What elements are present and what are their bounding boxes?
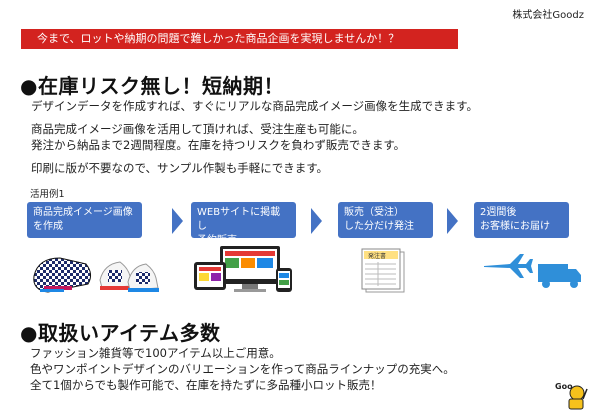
flow-step-4-line1: 2週間後 bbox=[480, 207, 517, 218]
flow-step-4: 2週間後 お客様にお届け bbox=[474, 202, 569, 238]
airplane-icon bbox=[484, 254, 533, 278]
order-form-icon: 発注書 bbox=[361, 248, 405, 293]
truck-icon bbox=[538, 264, 581, 288]
goodz-logo: Goo bbox=[555, 382, 588, 410]
flow-step-2-line2: 予約販売 bbox=[197, 235, 237, 246]
flow-step-1: 商品完成イメージ画像 を作成 bbox=[27, 202, 142, 238]
section2-line-3: 全て1個からでも製作可能で、在庫を持たずに多品種小ロット販売！ bbox=[30, 378, 382, 392]
section2-heading: ●取扱いアイテム多数 bbox=[20, 321, 221, 345]
flow-step-2: WEBサイトに掲載し 予約販売 bbox=[191, 202, 296, 246]
headline-banner: 今まで、ロットや納期の問題で難しかった商品企画を実現しませんか！？ bbox=[21, 29, 458, 49]
flow-step-1-line2: を作成 bbox=[33, 221, 63, 232]
pouch-icon bbox=[33, 257, 92, 293]
product-image-pouch-sneakers bbox=[33, 257, 159, 293]
devices-icon bbox=[194, 246, 292, 292]
example-label: 活用例1 bbox=[30, 189, 65, 200]
logo-text: Goo bbox=[555, 382, 573, 391]
company-name: 株式会社Goodz bbox=[512, 10, 584, 21]
section1-heading: ●在庫リスク無し！短納期！ bbox=[20, 74, 284, 98]
sneaker-icon bbox=[99, 261, 159, 292]
section2-line-1: ファッション雑貨等で100アイテム以上ご用意。 bbox=[30, 346, 281, 360]
flow-step-4-line2: お客様にお届け bbox=[480, 221, 550, 232]
delivery-icon bbox=[484, 254, 581, 288]
flow-step-2-line1: WEBサイトに掲載し bbox=[197, 207, 281, 232]
order-form-label: 発注書 bbox=[368, 252, 386, 260]
flow-step-3: 販売（受注） した分だけ発注 bbox=[338, 202, 433, 238]
section1-line-1: デザインデータを作成すれば、すぐにリアルな商品完成イメージ画像を生成できます。 bbox=[31, 99, 479, 113]
flow-arrow-icon bbox=[172, 208, 183, 234]
section2-line-2: 色やワンポイントデザインのバリエーションを作って商品ラインナップの充実へ。 bbox=[30, 362, 455, 376]
flow-step-3-line1: 販売（受注） bbox=[344, 207, 404, 218]
section1-line-4: 印刷に版が不要なので、サンプル作製も手軽にできます。 bbox=[31, 161, 329, 175]
section1-line-3: 発注から納品まで2週間程度。在庫を持つリスクを負わず販売できます。 bbox=[31, 138, 406, 152]
flow-arrow-icon bbox=[447, 208, 458, 234]
flow-step-3-line2: した分だけ発注 bbox=[344, 221, 414, 232]
flow-arrow-icon bbox=[311, 208, 322, 234]
flow-step-1-line1: 商品完成イメージ画像 bbox=[33, 207, 133, 218]
section1-line-2: 商品完成イメージ画像を活用して頂ければ、受注生産も可能に。 bbox=[31, 122, 364, 136]
